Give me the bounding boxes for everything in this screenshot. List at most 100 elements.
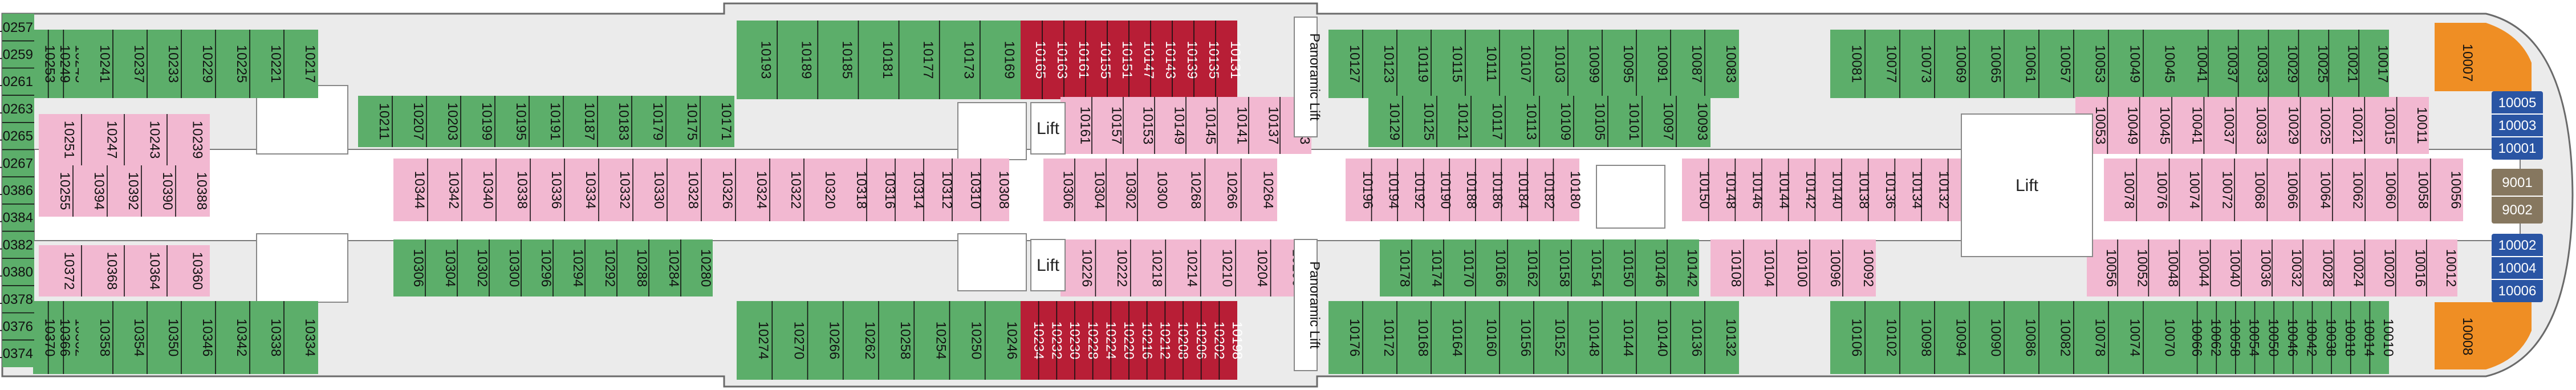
cabin-10090[interactable]: 10090 (1969, 301, 2004, 374)
cabin-10036[interactable]: 10036 (2241, 239, 2273, 296)
cabin-10336[interactable]: 10336 (530, 159, 564, 221)
cabin-10149[interactable]: 10149 (1154, 97, 1187, 154)
cabin-10155[interactable]: 10155 (1085, 21, 1113, 99)
cabin-10382[interactable]: 10382 (0, 230, 34, 253)
cabin-10002[interactable]: 10002 (2498, 238, 2537, 253)
cabin-10037[interactable]: 10037 (2208, 30, 2240, 98)
cabin-10040[interactable]: 10040 (2209, 239, 2242, 296)
cabin-10221[interactable]: 10221 (249, 30, 284, 98)
cabin-10014[interactable]: 10014 (2350, 301, 2377, 374)
cabin-10217[interactable]: 10217 (283, 30, 318, 98)
cabin-10121[interactable]: 10121 (1436, 96, 1471, 147)
cabin-10129[interactable]: 10129 (1368, 96, 1403, 147)
cabin-10368[interactable]: 10368 (81, 245, 124, 296)
cabin-10105[interactable]: 10105 (1573, 96, 1608, 147)
cabin-10306[interactable]: 10306 (1043, 159, 1076, 221)
cabin-10021[interactable]: 10021 (2328, 30, 2360, 98)
cabin-10386[interactable]: 10386 (0, 176, 34, 198)
cabin-10091[interactable]: 10091 (1636, 30, 1671, 98)
cabin-10320[interactable]: 10320 (803, 159, 838, 221)
cabin-10300[interactable]: 10300 (489, 239, 522, 296)
cabin-10378[interactable]: 10378 (0, 285, 34, 307)
cabin-9002[interactable]: 9002 (2492, 196, 2543, 218)
cabin-10296[interactable]: 10296 (521, 239, 554, 296)
cabin-10048[interactable]: 10048 (2148, 239, 2180, 296)
cabin-10259[interactable]: 10259 (0, 40, 34, 63)
cabin-10064[interactable]: 10064 (2299, 159, 2333, 221)
cabin-10210[interactable]: 10210 (1200, 239, 1236, 296)
cabin-10207[interactable]: 10207 (392, 96, 426, 147)
cabin-10107[interactable]: 10107 (1499, 30, 1534, 98)
cabin-10253[interactable]: 10253 (33, 30, 57, 98)
cabin-10304[interactable]: 10304 (425, 239, 458, 296)
cabin-10250[interactable]: 10250 (949, 301, 985, 380)
cabin-10302[interactable]: 10302 (1106, 159, 1139, 221)
cabin-10204[interactable]: 10204 (1235, 239, 1270, 296)
cabin-10239[interactable]: 10239 (166, 114, 210, 165)
cabin-10372[interactable]: 10372 (39, 245, 82, 296)
cabin-10185[interactable]: 10185 (817, 21, 858, 99)
cabin-10008[interactable]: 10008 (2435, 302, 2532, 369)
cabin-10046[interactable]: 10046 (2273, 301, 2300, 374)
cabin-10007[interactable]: 10007 (2435, 23, 2532, 91)
cabin-10127[interactable]: 10127 (1328, 30, 1363, 98)
cabin-10017[interactable]: 10017 (2358, 30, 2391, 98)
cabin-10057[interactable]: 10057 (2038, 30, 2074, 98)
cabin-10308[interactable]: 10308 (980, 159, 1011, 221)
cabin-10332[interactable]: 10332 (598, 159, 633, 221)
cabin-10267[interactable]: 10267 (0, 149, 34, 171)
cabin-10117[interactable]: 10117 (1470, 96, 1505, 147)
cabin-10132[interactable]: 10132 (1921, 159, 1951, 221)
cabin-10211[interactable]: 10211 (358, 96, 392, 147)
cabin-10300[interactable]: 10300 (1137, 159, 1170, 221)
cabin-10113[interactable]: 10113 (1505, 96, 1539, 147)
cabin-10104[interactable]: 10104 (1743, 239, 1777, 296)
cabin-10069[interactable]: 10069 (1934, 30, 1969, 98)
cabin-10324[interactable]: 10324 (735, 159, 770, 221)
cabin-10006[interactable]: 10006 (2492, 279, 2543, 299)
cabin-10153[interactable]: 10153 (1123, 97, 1156, 154)
cabin-10158[interactable]: 10158 (1539, 239, 1572, 296)
cabin-10020[interactable]: 10020 (2364, 239, 2397, 296)
cabin-10318[interactable]: 10318 (838, 159, 869, 221)
cabin-10061[interactable]: 10061 (2004, 30, 2039, 98)
cabin-10179[interactable]: 10179 (631, 96, 666, 147)
cabin-10136[interactable]: 10136 (1867, 159, 1898, 221)
cabin-10144[interactable]: 10144 (1602, 301, 1636, 374)
cabin-10082[interactable]: 10082 (2038, 301, 2074, 374)
cabin-10326[interactable]: 10326 (701, 159, 736, 221)
cabin-10384[interactable]: 10384 (0, 204, 34, 226)
cabin-10330[interactable]: 10330 (632, 159, 667, 221)
cabin-10186[interactable]: 10186 (1474, 159, 1505, 221)
cabin-10288[interactable]: 10288 (616, 239, 649, 296)
cabin-10070[interactable]: 10070 (2143, 301, 2178, 374)
panoramic-lift-box[interactable] (1294, 239, 1318, 371)
cabin-10304[interactable]: 10304 (1074, 159, 1107, 221)
cabin-10218[interactable]: 10218 (1130, 239, 1165, 296)
cabin-10165[interactable]: 10165 (1021, 21, 1048, 99)
cabin-10148[interactable]: 10148 (1567, 301, 1602, 374)
cabin-10390[interactable]: 10390 (141, 165, 176, 217)
cabin-10145[interactable]: 10145 (1185, 97, 1218, 154)
cabin-10266[interactable]: 10266 (807, 301, 843, 380)
cabin-10060[interactable]: 10060 (2364, 159, 2398, 221)
cabin-10065[interactable]: 10065 (1969, 30, 2004, 98)
panoramic-lift-box[interactable] (1294, 17, 1318, 137)
lift-2[interactable]: Lift (1961, 113, 2093, 257)
cabin-10176[interactable]: 10176 (1328, 301, 1363, 374)
cabin-10151[interactable]: 10151 (1107, 21, 1135, 99)
cabin-10350[interactable]: 10350 (147, 301, 181, 374)
cabin-10160[interactable]: 10160 (1465, 301, 1500, 374)
cabin-10360[interactable]: 10360 (166, 245, 210, 296)
cabin-10058[interactable]: 10058 (2397, 159, 2431, 221)
cabin-10041[interactable]: 10041 (2171, 97, 2204, 154)
cabin-10392[interactable]: 10392 (107, 165, 141, 217)
cabin-10169[interactable]: 10169 (980, 21, 1021, 99)
cabin-10148[interactable]: 10148 (1708, 159, 1738, 221)
cabin-10045[interactable]: 10045 (2139, 97, 2172, 154)
cabin-10074[interactable]: 10074 (2108, 301, 2143, 374)
cabin-10340[interactable]: 10340 (461, 159, 496, 221)
cabin-10394[interactable]: 10394 (72, 165, 107, 217)
cabin-10134[interactable]: 10134 (1894, 159, 1925, 221)
cabin-10316[interactable]: 10316 (866, 159, 897, 221)
